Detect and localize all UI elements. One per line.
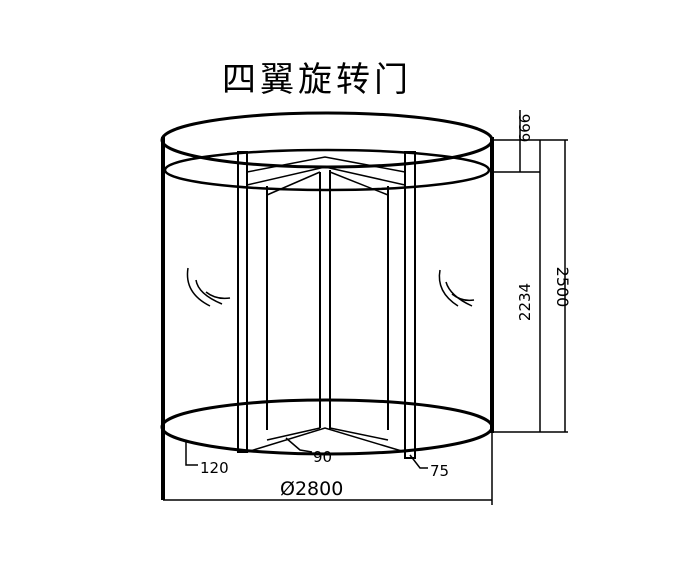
top-wing-diag-right <box>329 171 389 196</box>
drawing-title: 四翼旋转门 <box>222 60 412 100</box>
bottom-wing-diag-right <box>329 427 389 441</box>
bottom-wing-diag-left <box>266 427 321 441</box>
floor-ellipse <box>160 398 494 456</box>
left-glass-reflection <box>186 267 231 307</box>
leader-wing-width <box>285 437 313 453</box>
dim-frame-post-label: 120 <box>200 459 229 477</box>
top-wing-edge-left <box>246 166 406 186</box>
left-wing-post <box>237 151 248 453</box>
canopy-top-ellipse <box>160 111 494 169</box>
bottom-wing-edge <box>246 427 406 453</box>
leader-post-size <box>409 454 428 469</box>
dim-inner-height-label: 2234 <box>516 283 534 321</box>
dim-diameter-label: Ø2800 <box>280 478 343 500</box>
top-wing-edge-mid <box>246 156 406 173</box>
dim-wing-width-label: 90 <box>313 448 332 466</box>
right-glass-reflection <box>438 269 475 307</box>
right-wing-post <box>404 151 416 459</box>
inner-ring-ellipse <box>163 148 491 192</box>
leader-frame-post <box>185 442 198 466</box>
dim-total-height-label: 2500 <box>553 267 572 308</box>
dim-post-size-label: 75 <box>430 462 449 480</box>
dim-top-height-label: 666 <box>516 114 534 143</box>
top-wing-diag-left <box>266 171 321 196</box>
